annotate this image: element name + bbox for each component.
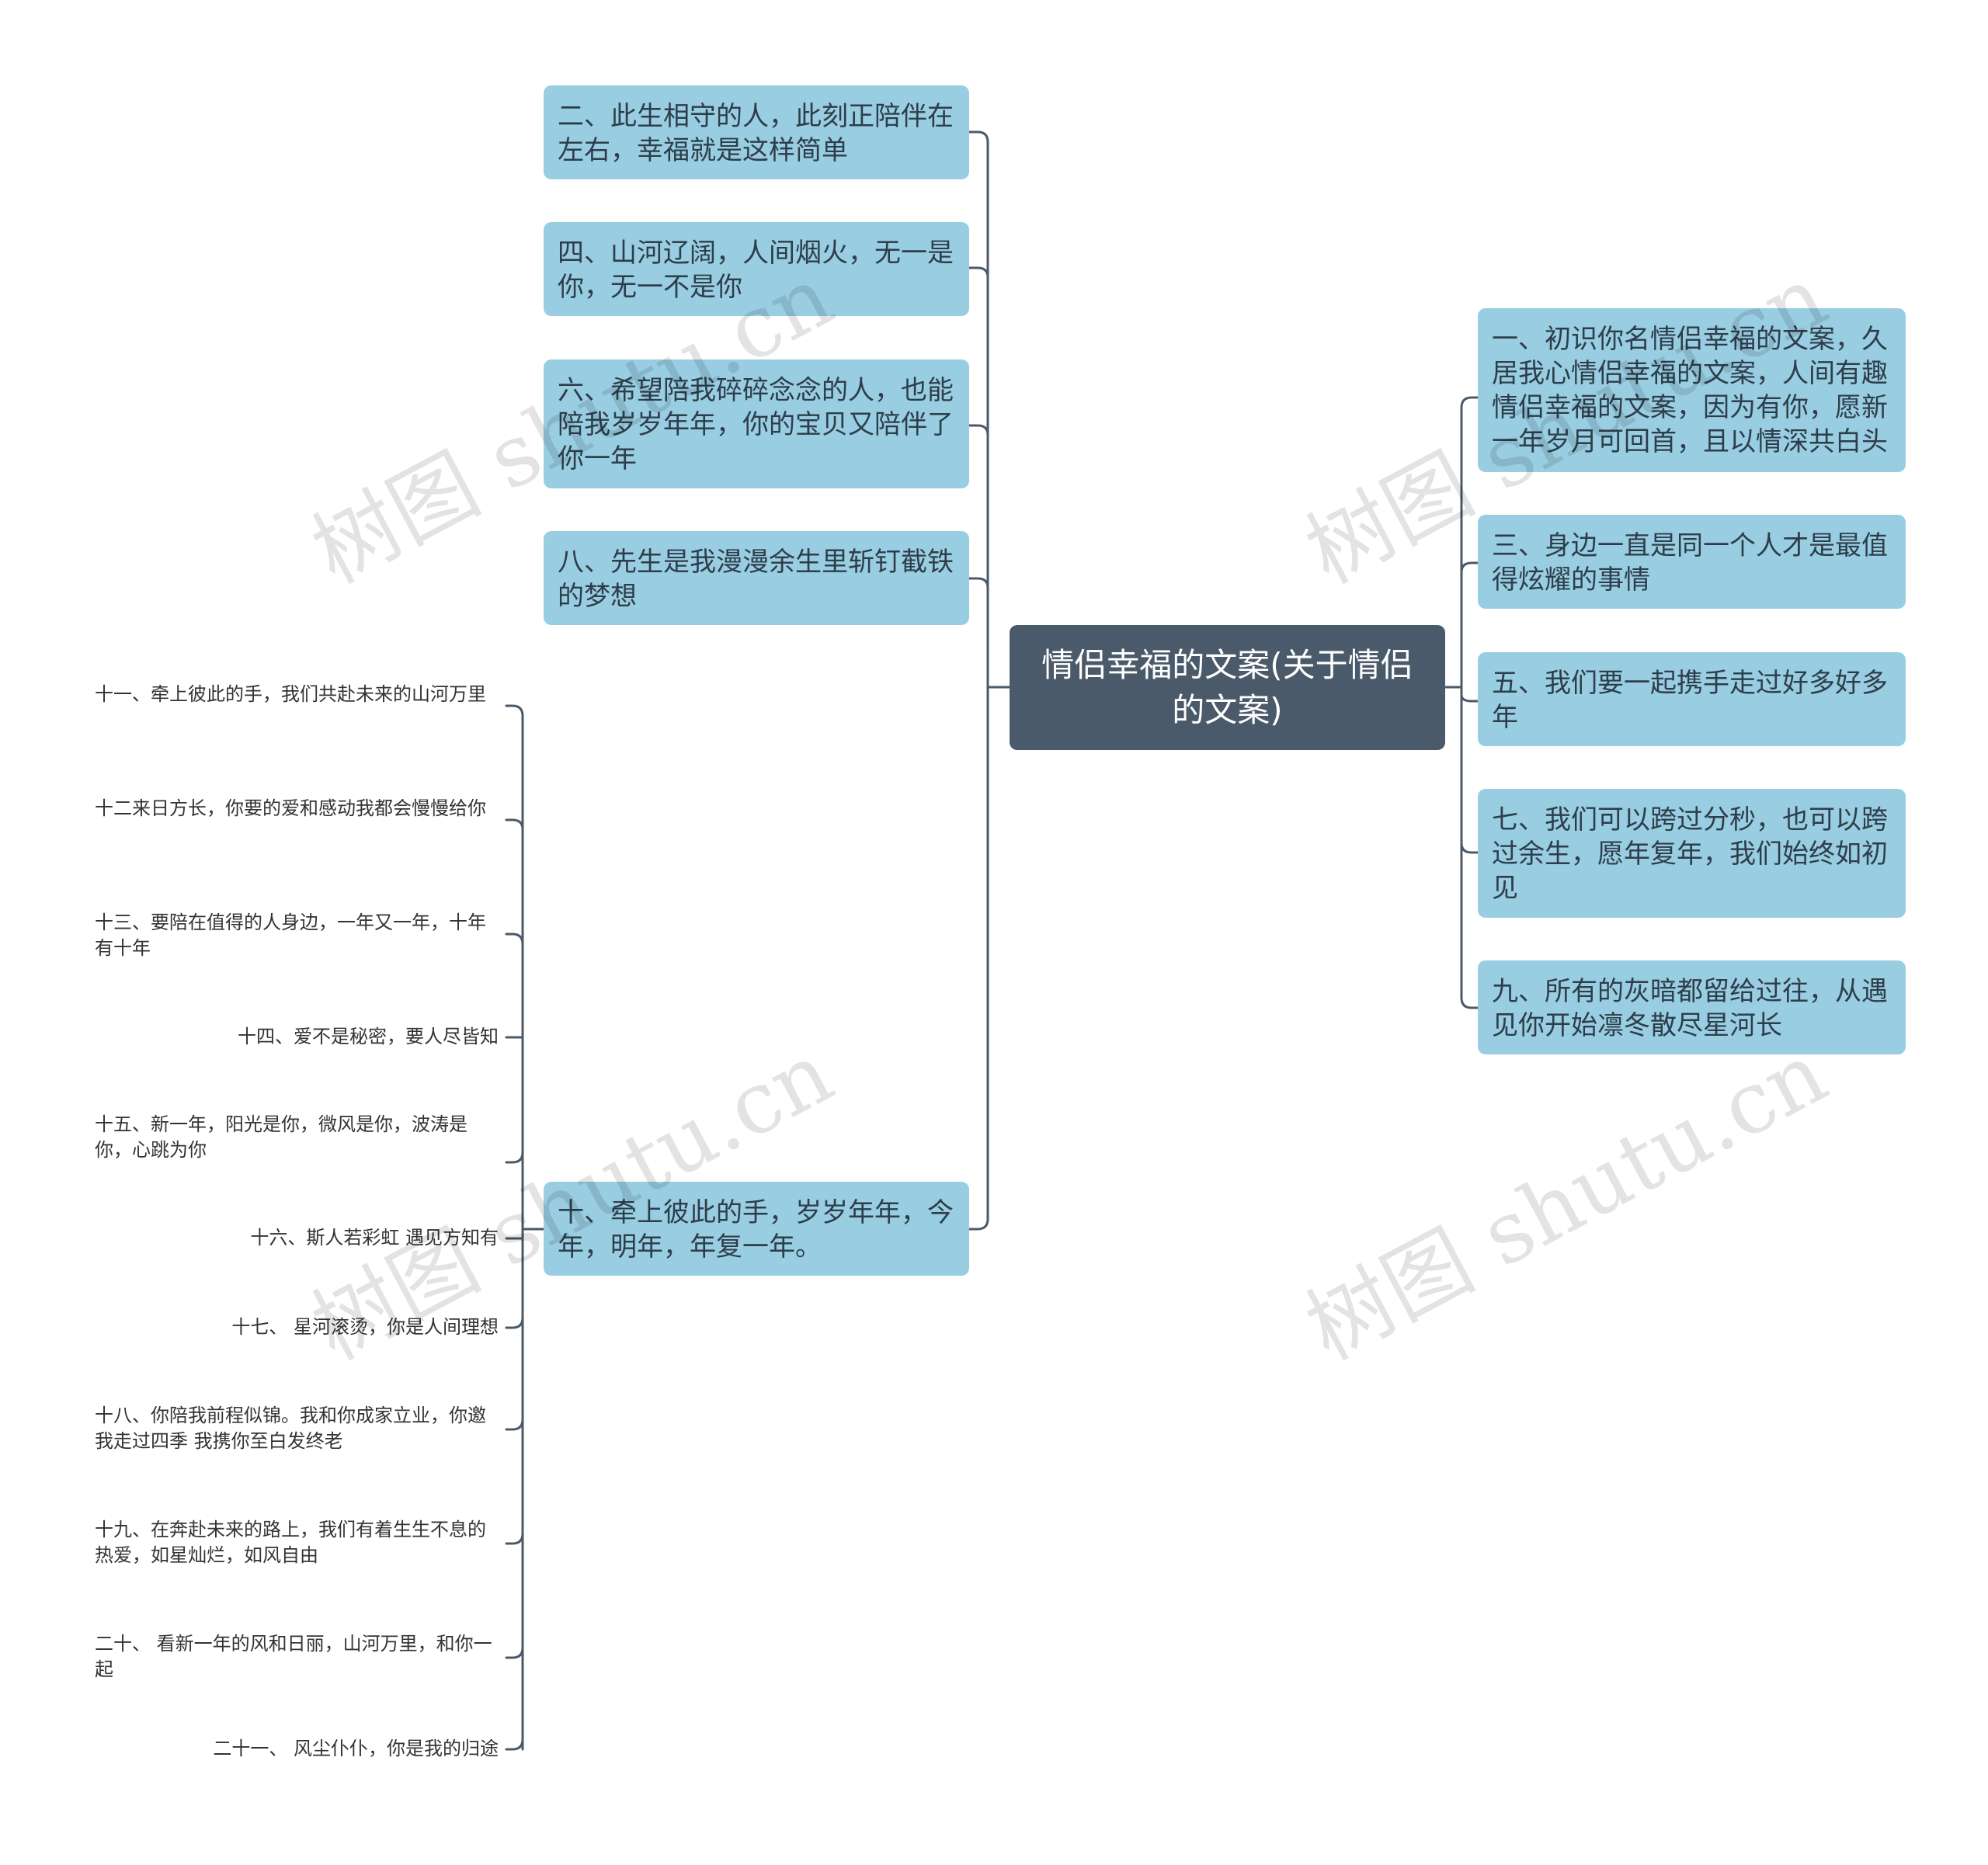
leaf-node-17[interactable]: 十七、 星河滚烫，你是人间理想 (95, 1315, 499, 1340)
topic-node-10[interactable]: 十、牵上彼此的手，岁岁年年，今年，明年，年复一年。 (544, 1182, 969, 1276)
leaf-node-13[interactable]: 十三、要陪在值得的人身边，一年又一年，十年有十年 (95, 910, 499, 961)
leaf-node-label: 十七、 星河滚烫，你是人间理想 (231, 1316, 499, 1338)
leaf-node-label: 十三、要陪在值得的人身边，一年又一年，十年有十年 (95, 912, 486, 959)
topic-node-label: 一、初识你名情侣幸福的文案，久居我心情侣幸福的文案，人间有趣情侣幸福的文案，因为… (1492, 324, 1888, 457)
topic-node-label: 四、山河辽阔，人间烟火，无一是你，无一不是你 (558, 238, 954, 303)
leaf-node-label: 十一、牵上彼此的手，我们共赴未来的山河万里 (95, 683, 486, 705)
leaf-node-label: 二十一、 风尘仆仆，你是我的归途 (213, 1738, 499, 1759)
topic-node-label: 五、我们要一起携手走过好多好多年 (1492, 668, 1888, 733)
leaf-node-label: 十六、斯人若彩虹 遇见方知有 (250, 1227, 499, 1249)
leaf-node-14[interactable]: 十四、爱不是秘密，要人尽皆知 (95, 1024, 499, 1050)
topic-node-4[interactable]: 四、山河辽阔，人间烟火，无一是你，无一不是你 (544, 222, 969, 316)
leaf-node-11[interactable]: 十一、牵上彼此的手，我们共赴未来的山河万里 (95, 682, 499, 707)
leaf-node-label: 十五、新一年，阳光是你，微风是你，波涛是你，心跳为你 (95, 1113, 467, 1161)
topic-node-label: 八、先生是我漫漫余生里斩钉截铁的梦想 (558, 547, 954, 612)
leaf-node-label: 十九、在奔赴未来的路上，我们有着生生不息的热爱，如星灿烂，如风自由 (95, 1519, 486, 1566)
topic-node-label: 九、所有的灰暗都留给过往，从遇见你开始凛冬散尽星河长 (1492, 976, 1888, 1041)
leaf-node-21[interactable]: 二十一、 风尘仆仆，你是我的归途 (95, 1736, 499, 1762)
topic-node-5[interactable]: 五、我们要一起携手走过好多好多年 (1478, 652, 1906, 746)
topic-node-3[interactable]: 三、身边一直是同一个人才是最值得炫耀的事情 (1478, 515, 1906, 609)
topic-node-2[interactable]: 二、此生相守的人，此刻正陪伴在左右，幸福就是这样简单 (544, 85, 969, 179)
leaf-node-label: 十四、爱不是秘密，要人尽皆知 (238, 1026, 499, 1047)
root-topic[interactable]: 情侣幸福的文案(关于情侣的文案) (1010, 625, 1445, 750)
leaf-node-label: 二十、 看新一年的风和日丽，山河万里，和你一起 (95, 1633, 492, 1680)
leaf-node-12[interactable]: 十二来日方长，你要的爱和感动我都会慢慢给你 (95, 796, 499, 821)
leaf-node-18[interactable]: 十八、你陪我前程似锦。我和你成家立业，你邀我走过四季 我携你至白发终老 (95, 1403, 499, 1454)
topic-node-6[interactable]: 六、希望陪我碎碎念念的人，也能陪我岁岁年年，你的宝贝又陪伴了你一年 (544, 359, 969, 488)
topic-node-label: 六、希望陪我碎碎念念的人，也能陪我岁岁年年，你的宝贝又陪伴了你一年 (558, 375, 954, 474)
topic-node-8[interactable]: 八、先生是我漫漫余生里斩钉截铁的梦想 (544, 531, 969, 625)
leaf-node-label: 十八、你陪我前程似锦。我和你成家立业，你邀我走过四季 我携你至白发终老 (95, 1405, 486, 1452)
leaf-node-16[interactable]: 十六、斯人若彩虹 遇见方知有 (95, 1225, 499, 1251)
root-topic-label: 情侣幸福的文案(关于情侣的文案) (1041, 645, 1413, 729)
topic-node-9[interactable]: 九、所有的灰暗都留给过往，从遇见你开始凛冬散尽星河长 (1478, 960, 1906, 1054)
topic-node-1[interactable]: 一、初识你名情侣幸福的文案，久居我心情侣幸福的文案，人间有趣情侣幸福的文案，因为… (1478, 308, 1906, 472)
topic-node-label: 二、此生相守的人，此刻正陪伴在左右，幸福就是这样简单 (558, 101, 954, 166)
leaf-node-19[interactable]: 十九、在奔赴未来的路上，我们有着生生不息的热爱，如星灿烂，如风自由 (95, 1517, 499, 1568)
topic-node-label: 三、身边一直是同一个人才是最值得炫耀的事情 (1492, 530, 1888, 596)
leaf-node-label: 十二来日方长，你要的爱和感动我都会慢慢给你 (95, 797, 486, 819)
topic-node-7[interactable]: 七、我们可以跨过分秒，也可以跨过余生，愿年复年，我们始终如初见 (1478, 789, 1906, 918)
topic-node-label: 十、牵上彼此的手，岁岁年年，今年，明年，年复一年。 (558, 1197, 954, 1262)
leaf-node-15[interactable]: 十五、新一年，阳光是你，微风是你，波涛是你，心跳为你 (95, 1112, 499, 1163)
topic-node-label: 七、我们可以跨过分秒，也可以跨过余生，愿年复年，我们始终如初见 (1492, 804, 1888, 904)
leaf-node-20[interactable]: 二十、 看新一年的风和日丽，山河万里，和你一起 (95, 1631, 499, 1683)
